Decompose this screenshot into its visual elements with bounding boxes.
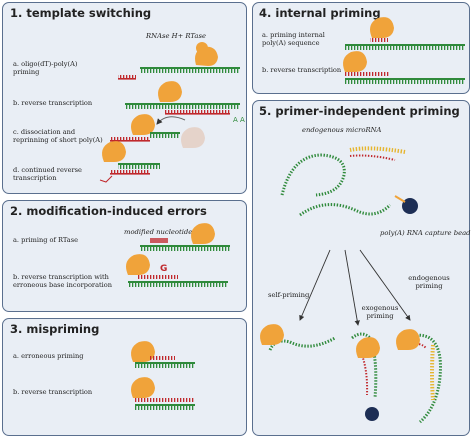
self-priming-structure [260, 324, 336, 351]
exogenous-priming-text: exogenous priming [361, 304, 399, 320]
step-2a: a. priming of RTase [13, 236, 78, 244]
step-1a: a. oligo(dT)-poly(A) priming [13, 60, 78, 76]
endogenous-priming-label: endogenous priming [404, 274, 454, 290]
panel-5-title: 5. primer-independent priming [259, 104, 460, 118]
rtase-faded-icon [181, 127, 205, 148]
rtase-icon [158, 81, 182, 102]
panel-1-title: 1. template switching [10, 6, 152, 20]
endogenous-priming-structure [396, 329, 442, 424]
microrna-strand [349, 146, 406, 161]
microrna-label: endogenous microRNA [302, 126, 382, 134]
panel-template-switching [2, 2, 247, 194]
step-3b: b. reverse transcription [13, 388, 93, 396]
bead-label: poly(A) RNA capture bead [380, 229, 471, 237]
exogenous-priming-structure [351, 332, 380, 421]
panel-mispriming [2, 318, 247, 436]
panel-3-title: 3. mispriming [10, 322, 100, 336]
step-1c: c. dissociation and reprinning of short … [13, 128, 103, 144]
cdna-primer-1a [118, 75, 136, 80]
panel-2-title: 2. modification-induced errors [10, 204, 207, 218]
step-2b: b. reverse transcription with erroneous … [13, 273, 112, 289]
panel-modification-errors [2, 200, 247, 312]
step-4b: b. reverse transcription [262, 66, 342, 74]
self-priming-label: self-priming [268, 291, 310, 299]
rtase-icon [126, 254, 150, 275]
svg-text:A A: A A [233, 116, 245, 124]
step-1b: b. reverse transcription [13, 99, 93, 107]
rtase-icon [131, 377, 155, 398]
rtase-icon [191, 223, 215, 244]
rtase-label: RNAse H+ RTase [146, 32, 206, 40]
rtase-icon [131, 341, 155, 362]
rtase-icon [195, 42, 218, 66]
modified-nucleotide-label: modified nucleotide [124, 228, 193, 236]
rtase-icon [370, 17, 394, 38]
rtase-icon [102, 141, 126, 162]
rtase-icon [131, 114, 155, 135]
rna-loop [280, 153, 346, 197]
panel-4-title: 4. internal priming [259, 6, 381, 20]
svg-text:G: G [160, 264, 167, 274]
panel-primer-independent [252, 100, 470, 436]
step-1d: d. continued reverse transcription [13, 166, 82, 182]
rna-strand-1a [140, 67, 240, 73]
endogenous-priming-text: endogenous priming [408, 274, 450, 290]
step-3a: a. erroneous priming [13, 352, 84, 360]
rtase-icon [343, 51, 367, 72]
step-4a: a. priming internal poly(A) sequence [262, 31, 325, 47]
capture-bead-icon [394, 195, 418, 214]
exogenous-priming-label: exogenous priming [358, 304, 402, 320]
